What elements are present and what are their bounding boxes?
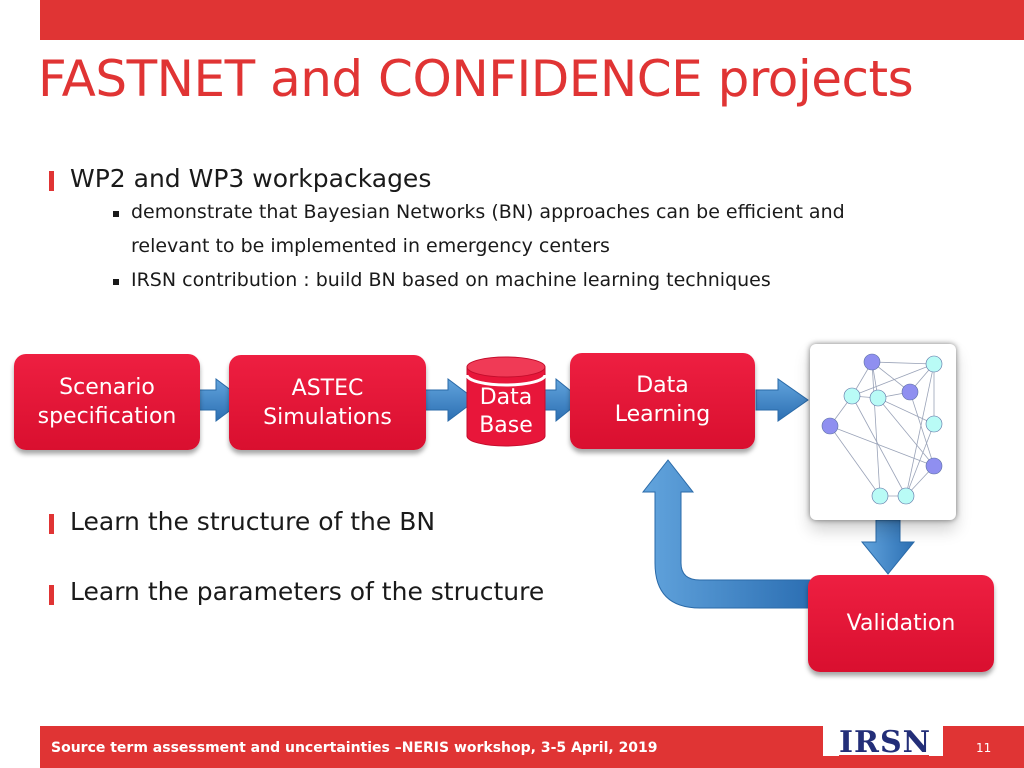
page-number: 11 (976, 741, 992, 755)
box-label: Scenario (59, 375, 155, 400)
sub-bullet-text: relevant to be implemented in emergency … (131, 235, 610, 257)
irsn-logo: IRSN (823, 725, 943, 760)
footer-text: Source term assessment and uncertainties… (51, 740, 658, 756)
box-label: specification (37, 404, 177, 429)
database-icon (465, 356, 547, 447)
bullet-marker (49, 585, 54, 605)
box-label: Simulations (263, 404, 392, 430)
astec-simulations-box: ASTEC Simulations (229, 355, 426, 450)
bullet-marker (49, 171, 54, 191)
sub-bullet-text: IRSN contribution : build BN based on ma… (131, 269, 771, 291)
slide-title: FASTNET and CONFIDENCE projects (38, 50, 914, 108)
sub-bullet-text: demonstrate that Bayesian Networks (BN) … (131, 201, 845, 223)
sub-bullet-marker (113, 279, 119, 285)
box-label: Base (479, 413, 533, 438)
logo-text: IRSN (839, 725, 932, 760)
box-label: ASTEC (291, 375, 364, 401)
network-graph-icon (821, 353, 943, 505)
box-label: Data (636, 373, 689, 398)
bullet-marker (49, 514, 54, 534)
flow-arrow (423, 378, 477, 422)
bullet-learn-structure: Learn the structure of the BN (70, 507, 436, 536)
bullet-learn-parameters: Learn the parameters of the structure (70, 577, 545, 606)
flow-arrow (755, 378, 809, 422)
box-label: Learning (614, 402, 711, 427)
box-label: Data (479, 385, 533, 410)
flow-arrow-down (860, 519, 916, 575)
box-label: Validation (846, 611, 956, 636)
sub-bullet-marker (113, 211, 119, 217)
logo-underline (839, 755, 929, 758)
top-bar (40, 0, 1024, 40)
bullet-workpackages: WP2 and WP3 workpackages (70, 164, 432, 193)
feedback-arrow (641, 459, 811, 609)
bayesian-network-thumbnail (810, 344, 956, 520)
scenario-specification-box: Scenario specification (14, 354, 200, 450)
validation-box: Validation (808, 575, 994, 672)
